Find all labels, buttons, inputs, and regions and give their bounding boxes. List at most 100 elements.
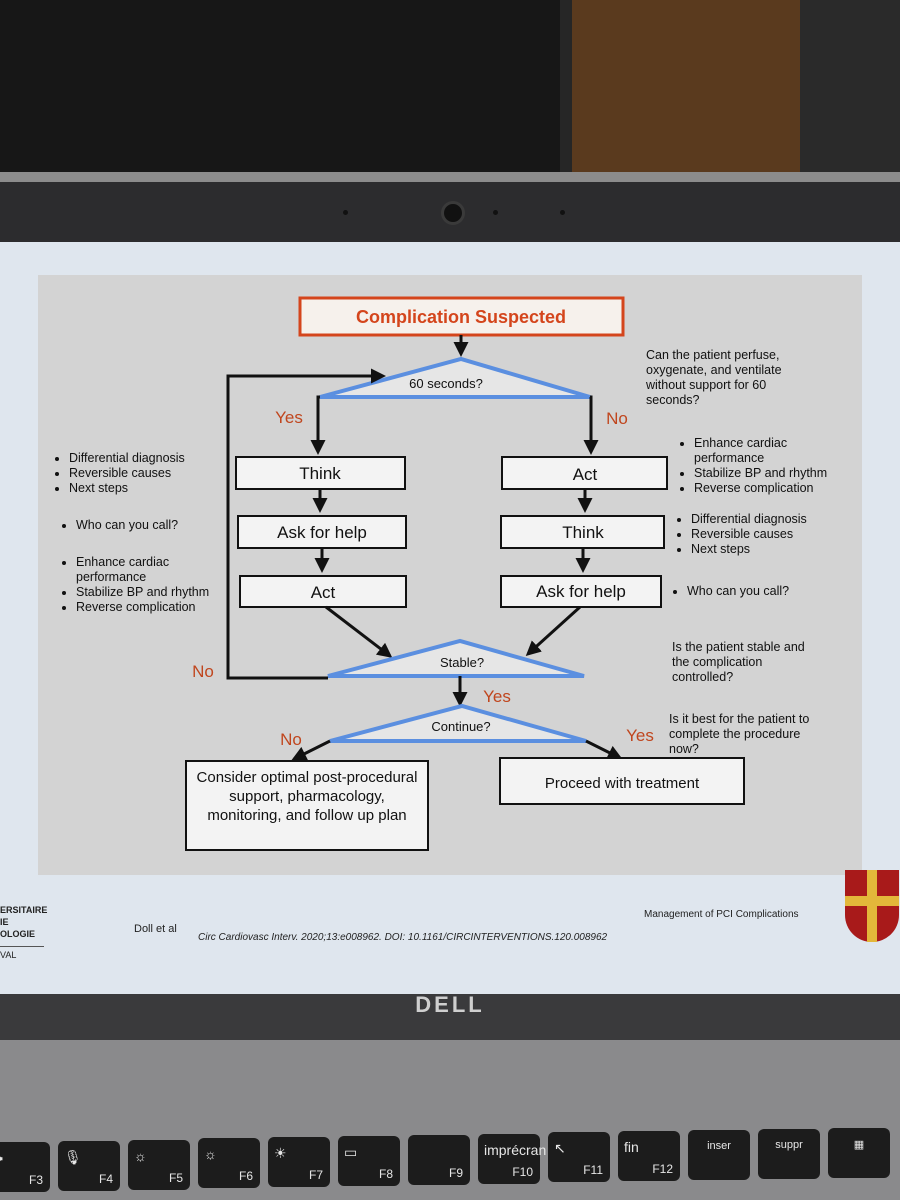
box-think-right-label: Think	[562, 523, 604, 542]
key-label: F8	[378, 1167, 393, 1181]
arrow-no-continue	[291, 739, 331, 761]
decision-60-seconds	[319, 356, 591, 399]
box-think-left	[235, 456, 406, 490]
keyboard-key-f4[interactable]: 🎙 F4	[58, 1141, 120, 1191]
note-item: Next steps	[69, 481, 215, 496]
left-notes-think: Differential diagnosis Reversible causes…	[55, 451, 215, 496]
keyboard-key-f3[interactable]: 🕪 F3	[0, 1142, 50, 1192]
key-glyph: ▭	[344, 1144, 358, 1160]
note-item: Stabilize BP and rhythm	[694, 466, 845, 481]
sensor-dot	[343, 210, 348, 215]
key-label: F3	[28, 1173, 43, 1187]
laptop-lid-edge	[0, 172, 900, 182]
note-item: Reverse complication	[76, 600, 217, 615]
keyboard-key--[interactable]: ▦	[828, 1128, 890, 1178]
webcam-icon	[441, 201, 465, 225]
no-stable-label: No	[192, 662, 214, 681]
title-box	[298, 296, 625, 337]
note-item: Stabilize BP and rhythm	[76, 585, 217, 600]
box-think-left-label: Think	[299, 464, 341, 483]
decision-60-seconds-label: 60 seconds?	[409, 376, 483, 391]
note-item: Enhance cardiac performance	[694, 436, 845, 466]
door-frame	[560, 0, 574, 180]
laptop-hinge	[0, 994, 900, 1040]
footer-institution-line: ERSITAIRE	[0, 905, 48, 915]
note-item: Reverse complication	[694, 481, 845, 496]
note-item: Enhance cardiac performance	[76, 555, 217, 585]
flowchart: Complication Suspected 60 seconds? Yes N…	[185, 296, 745, 851]
key-label: F10	[512, 1165, 533, 1179]
key-label: ▦	[853, 1139, 865, 1151]
note-item: Differential diagnosis	[691, 512, 842, 527]
decision-continue	[329, 703, 587, 743]
left-notes-help: Who can you call?	[62, 518, 212, 533]
keyboard-key-inser[interactable]: inser	[688, 1130, 750, 1180]
box-act-right	[501, 456, 668, 490]
key-label: inser	[707, 1140, 731, 1152]
keyboard-key-f8[interactable]: ▭ F8	[338, 1136, 400, 1186]
right-notes-help: Who can you call?	[673, 584, 823, 599]
sensor-dot	[493, 210, 498, 215]
keyboard-key-suppr[interactable]: suppr	[758, 1129, 820, 1179]
key-glyph: fin	[624, 1139, 639, 1155]
key-glyph: ☀	[274, 1145, 287, 1161]
footer-institution-line: IE	[0, 917, 9, 927]
footer-institution-line: OLOGIE	[0, 929, 36, 939]
key-label: suppr	[775, 1139, 803, 1151]
no-label: No	[606, 409, 628, 428]
yes-stable-label: Yes	[483, 687, 511, 706]
key-glyph: ☼	[204, 1146, 217, 1162]
key-label: F5	[168, 1171, 183, 1185]
laptop-screen: Complication Suspected 60 seconds? Yes N…	[0, 242, 900, 994]
decision-stable	[327, 638, 585, 678]
box-ask-help-left-label: Ask for help	[277, 523, 367, 542]
arrow-no	[583, 395, 599, 455]
sensor-dot	[560, 210, 565, 215]
key-glyph: ↖	[554, 1140, 566, 1156]
outcome-post-procedural-box	[185, 760, 429, 851]
keyboard-key-f11[interactable]: ↖F11	[548, 1132, 610, 1182]
keyboard-key-f6[interactable]: ☼ F6	[198, 1138, 260, 1188]
footer-citation: Circ Cardiovasc Interv. 2020;13:e008962.…	[198, 932, 608, 943]
key-label: F6	[238, 1169, 253, 1183]
university-crest-logo	[845, 870, 899, 942]
key-glyph: ☼	[134, 1148, 147, 1164]
question-perfuse: Can the patient perfuse, oxygenate, and …	[646, 348, 782, 407]
box-act-left	[239, 575, 407, 608]
keyboard-key-f5[interactable]: ☼ F5	[128, 1140, 190, 1190]
note-item: Who can you call?	[687, 584, 823, 599]
yes-label: Yes	[275, 408, 303, 427]
key-glyph: imprécran	[484, 1142, 547, 1158]
note-item: Who can you call?	[76, 518, 212, 533]
key-label: F12	[652, 1162, 673, 1176]
decision-continue-label: Continue?	[431, 719, 490, 734]
key-label: F4	[98, 1172, 113, 1186]
arrow	[325, 605, 393, 658]
keyboard-key-f7[interactable]: ☀ F7	[268, 1137, 330, 1187]
keyboard-key-f9[interactable]: F9	[408, 1135, 470, 1185]
footer-author: Doll et al	[134, 923, 177, 935]
note-item: Reversible causes	[691, 527, 842, 542]
note-item: Differential diagnosis	[69, 451, 215, 466]
footer-title: Management of PCI Complications	[644, 909, 799, 920]
key-label: F7	[308, 1168, 323, 1182]
outcome-proceed-box	[499, 757, 745, 805]
key-glyph: 🎙	[64, 1149, 82, 1165]
right-notes-think: Differential diagnosis Reversible causes…	[677, 512, 842, 557]
outcome-post-procedural-label: Consider optimal post-procedural support…	[196, 769, 418, 824]
note-item: Next steps	[691, 542, 842, 557]
question-continue: Is it best for the patient to complete t…	[669, 712, 810, 756]
arrow-yes	[310, 395, 326, 455]
arrow	[525, 605, 582, 657]
footer-institution: ERSITAIRE IE OLOGIE VAL	[0, 904, 47, 961]
title-box-label: Complication Suspected	[356, 307, 566, 327]
decision-stable-label: Stable?	[440, 655, 484, 670]
question-stable: Is the patient stable and the complicati…	[672, 640, 805, 684]
footer-institution-line: VAL	[0, 946, 44, 961]
box-think-right	[500, 515, 665, 549]
arrow-no-loop	[226, 368, 386, 680]
key-label: F9	[448, 1166, 463, 1180]
key-glyph: 🕪	[0, 1150, 3, 1167]
